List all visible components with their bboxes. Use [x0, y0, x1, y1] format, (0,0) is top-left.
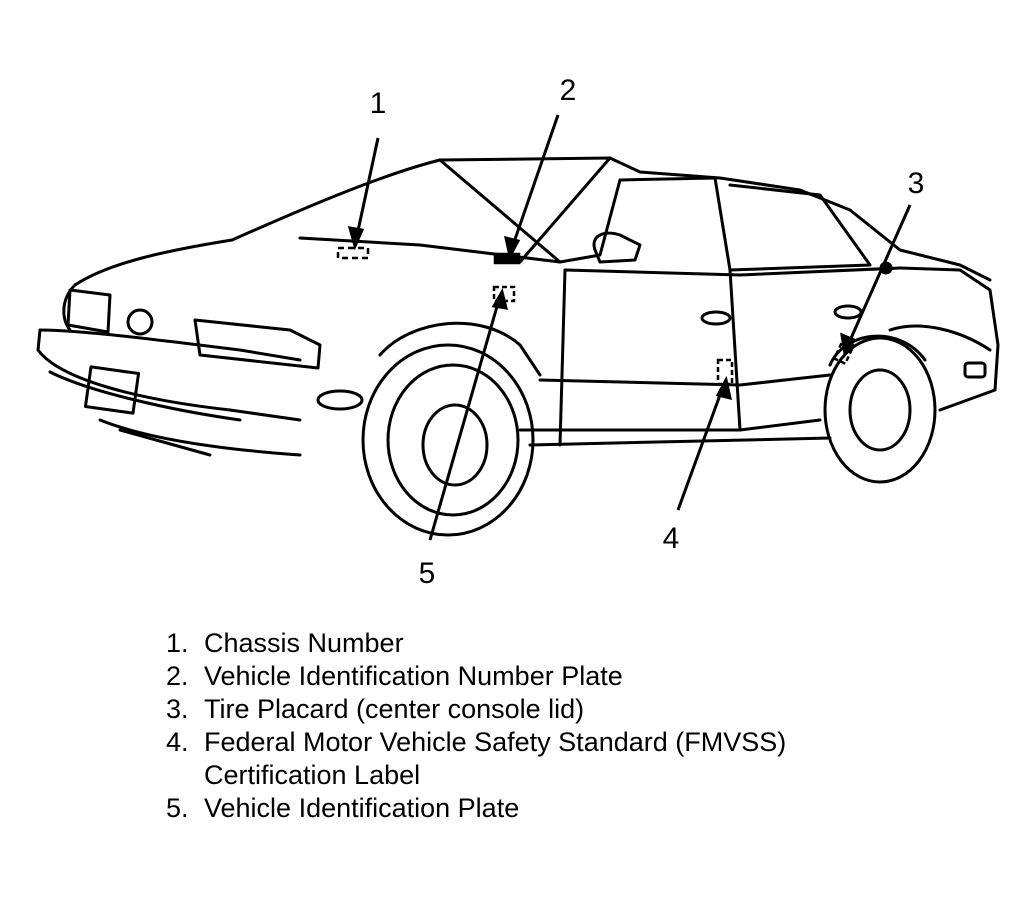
leader-line-3: [846, 204, 912, 346]
arrowhead-5: [491, 288, 509, 310]
legend-text: Federal Motor Vehicle Safety Standard (F…: [204, 726, 986, 792]
legend-text-line: Certification Label: [204, 760, 421, 790]
leader-lines: [347, 114, 912, 541]
legend-text: Tire Placard (center console lid): [204, 694, 585, 724]
arrowhead-3: [840, 332, 857, 359]
leader-line-2: [510, 114, 560, 249]
legend-text: Vehicle Identification Number Plate: [204, 661, 623, 691]
legend-item: 4. Federal Motor Vehicle Safety Standard…: [166, 726, 986, 792]
callout-numbers: 1 2 3 4 5: [370, 74, 925, 590]
arrowhead-1: [347, 226, 365, 251]
arrowhead-2: [504, 235, 521, 261]
callout-3: 3: [908, 167, 925, 200]
leader-line-4: [676, 383, 726, 511]
callout-2: 2: [560, 74, 577, 107]
legend-number: 1.: [166, 628, 189, 658]
legend-item: 1. Chassis Number: [166, 627, 986, 660]
car-outline: [36, 156, 1000, 537]
legend-number: 3.: [166, 694, 189, 724]
leader-line-5: [428, 295, 502, 541]
leader-line-1: [354, 137, 380, 241]
legend-item: 2. Vehicle Identification Number Plate: [166, 660, 986, 693]
legend-text: Chassis Number: [204, 628, 404, 658]
legend-number: 4.: [166, 727, 189, 757]
leader-dot-3: [879, 261, 893, 275]
legend-number: 5.: [166, 793, 189, 823]
callout-4: 4: [663, 522, 680, 555]
callout-1: 1: [370, 87, 387, 120]
arrowhead-4: [715, 375, 732, 401]
legend-item: 5. Vehicle Identification Plate: [166, 792, 986, 825]
legend-item: 3. Tire Placard (center console lid): [166, 693, 986, 726]
callout-5: 5: [419, 557, 436, 590]
legend: 1. Chassis Number 2. Vehicle Identificat…: [166, 627, 986, 825]
vin-plate-marker: [493, 252, 521, 265]
legend-text: Vehicle Identification Plate: [204, 793, 520, 823]
legend-text-line: Federal Motor Vehicle Safety Standard (F…: [204, 727, 787, 757]
chassis-number-marker: [336, 246, 370, 260]
legend-number: 2.: [166, 661, 189, 691]
